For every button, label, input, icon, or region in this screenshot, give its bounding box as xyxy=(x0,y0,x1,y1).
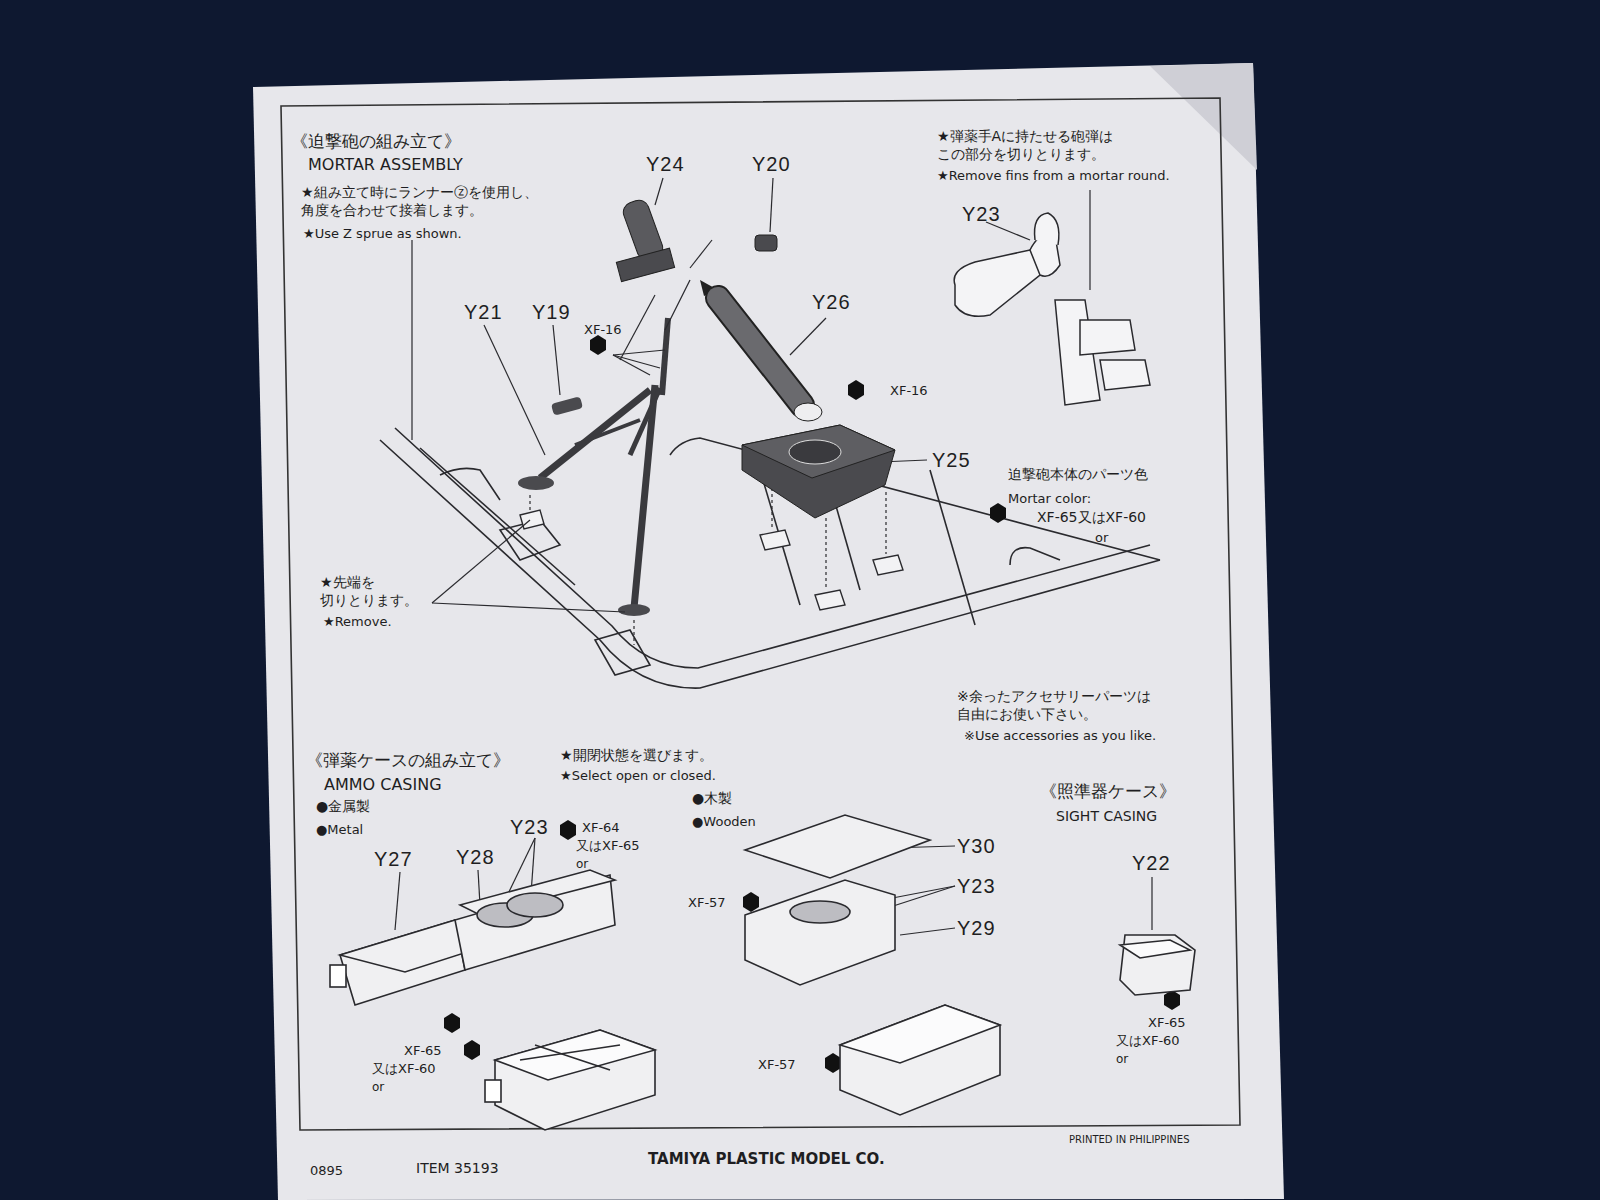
assembly-note: ※余ったアクセサリーパーツは 自由にお使い下さい。 xyxy=(957,688,1197,723)
inner-border xyxy=(281,98,1240,1130)
assembly-note: ★Select open or closed. xyxy=(560,768,716,784)
part-number: Y27 xyxy=(374,847,413,872)
paint-code: XF-16 xyxy=(890,383,928,399)
part-number: Y23 xyxy=(510,815,549,840)
mortar-baseplate xyxy=(742,425,895,518)
part-number: Y24 xyxy=(646,152,685,177)
part-number: Y29 xyxy=(957,916,996,941)
color-note: 迫撃砲本体のパーツ色 xyxy=(1008,466,1148,484)
paint-code: XF-65又はXF-60 xyxy=(1037,509,1146,527)
part-number: Y30 xyxy=(957,834,996,859)
part-number: Y23 xyxy=(962,202,1001,227)
assembly-note: ★Use Z sprue as shown. xyxy=(303,226,462,242)
variant-label: ●Wooden xyxy=(692,814,756,830)
assembly-note: ★Remove. xyxy=(323,614,392,630)
paint-code: or xyxy=(1116,1052,1128,1067)
paint-code: or xyxy=(372,1080,384,1095)
paint-code: or xyxy=(576,857,588,872)
part-number: Y19 xyxy=(532,300,571,325)
paint-code: 又はXF-65 xyxy=(576,838,640,854)
assembly-note: ★Remove fins from a mortar round. xyxy=(937,168,1170,184)
section-heading: 《弾薬ケースの組み立て》 xyxy=(306,750,510,771)
variant-label: ●木製 xyxy=(692,790,732,808)
variant-label: ●金属製 xyxy=(316,798,370,816)
paint-code: XF-57 xyxy=(758,1057,796,1073)
part-number: Y25 xyxy=(932,448,971,473)
part-number: Y20 xyxy=(752,152,791,177)
leader-lines xyxy=(395,178,1152,935)
print-note: PRINTED IN PHILIPPINES xyxy=(1069,1134,1190,1147)
part-number: Y28 xyxy=(456,845,495,870)
assembly-note: ★先端を 切りとります。 xyxy=(320,574,440,609)
section-heading: MORTAR ASSEMBLY xyxy=(308,155,463,175)
paper-curl xyxy=(1150,63,1257,170)
assembly-note: ★開閉状態を選びます。 xyxy=(560,747,713,765)
mortar-sight xyxy=(616,197,777,296)
section-heading: 《迫撃砲の組み立て》 xyxy=(291,131,461,152)
item-number: ITEM 35193 xyxy=(416,1160,499,1178)
paint-code: XF-16 xyxy=(584,322,622,338)
wooden-ammo-box xyxy=(745,815,1000,1115)
assembly-note: ※Use accessories as you like. xyxy=(964,728,1156,744)
part-number: Y22 xyxy=(1132,851,1171,876)
paint-code: XF-64 xyxy=(582,820,620,836)
paint-code: XF-65 xyxy=(404,1043,442,1059)
paint-code: 又はXF-60 xyxy=(372,1061,436,1077)
paper-sheet xyxy=(253,63,1284,1200)
paint-code: XF-65 xyxy=(1148,1015,1186,1031)
sprue-gates xyxy=(520,510,903,610)
mortar-bipod xyxy=(518,318,668,616)
paint-code: XF-57 xyxy=(688,895,726,911)
variant-label: ●Metal xyxy=(316,822,363,838)
section-heading: AMMO CASING xyxy=(324,775,442,795)
section-heading: 《照準器ケース》 xyxy=(1040,781,1176,802)
sight-box xyxy=(1120,935,1195,995)
metal-ammo-box xyxy=(330,870,655,1130)
part-number: Y26 xyxy=(812,290,851,315)
assembly-note: ★弾薬手Aに持たせる砲弾は この部分を切りとります。 xyxy=(937,128,1187,163)
paint-code: 又はXF-60 xyxy=(1116,1033,1180,1049)
hand-illustration xyxy=(954,213,1150,405)
mortar-tube xyxy=(718,298,822,421)
publisher-name: TAMIYA PLASTIC MODEL CO. xyxy=(648,1150,885,1169)
color-note: Mortar color: xyxy=(1008,491,1091,507)
part-number: Y23 xyxy=(957,874,996,899)
sheet-code: 0895 xyxy=(310,1163,343,1179)
assembly-note: ★組み立て時にランナーⓩを使用し、 角度を合わせて接着します。 xyxy=(301,184,601,219)
paint-code: or xyxy=(1095,530,1108,546)
part-number: Y21 xyxy=(464,300,503,325)
section-heading: SIGHT CASING xyxy=(1056,808,1157,826)
